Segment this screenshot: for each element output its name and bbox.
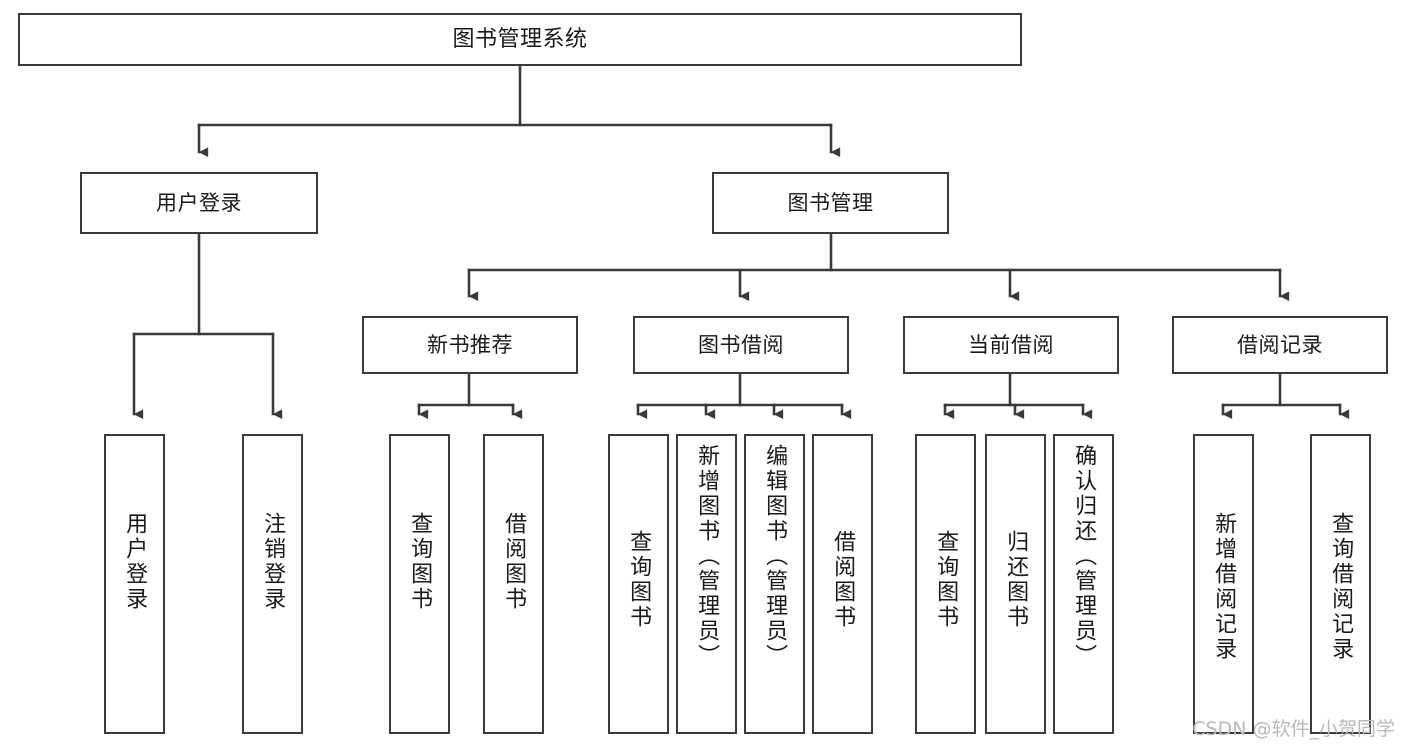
node-root-label: 图书管理系统 xyxy=(452,26,588,52)
node-book-manage-label: 图书管理 xyxy=(787,190,874,215)
node-leaf-return-book-label: 归还图书 xyxy=(1003,530,1029,630)
node-current-borrow[interactable]: 当前借阅 xyxy=(903,316,1119,374)
node-leaf-user-login-label: 用户登录 xyxy=(122,512,148,612)
node-leaf-borrow-book-2-label: 借阅图书 xyxy=(830,530,856,630)
node-leaf-user-login[interactable]: 用户登录 xyxy=(104,434,165,734)
node-book-borrow[interactable]: 图书借阅 xyxy=(633,316,849,374)
node-leaf-query-book-3-label: 查询图书 xyxy=(933,530,959,630)
node-leaf-query-book-2-label: 查询图书 xyxy=(626,530,652,630)
node-borrow-record-label: 借阅记录 xyxy=(1237,332,1323,357)
node-leaf-confirm-return[interactable]: 确认归还（管理员） xyxy=(1053,434,1114,734)
node-leaf-user-logout-label: 注销登录 xyxy=(260,512,286,612)
node-book-borrow-label: 图书借阅 xyxy=(698,332,784,357)
node-leaf-return-book[interactable]: 归还图书 xyxy=(985,434,1046,734)
node-leaf-user-logout[interactable]: 注销登录 xyxy=(242,434,303,734)
node-leaf-query-book-3[interactable]: 查询图书 xyxy=(915,434,976,734)
node-leaf-confirm-return-label: 确认归还（管理员） xyxy=(1071,444,1097,669)
node-leaf-query-book-1-label: 查询图书 xyxy=(407,512,433,612)
node-new-book-recommend-label: 新书推荐 xyxy=(427,332,513,357)
node-leaf-query-book-2[interactable]: 查询图书 xyxy=(608,434,669,734)
node-root[interactable]: 图书管理系统 xyxy=(18,13,1022,66)
node-leaf-add-record[interactable]: 新增借阅记录 xyxy=(1193,434,1254,734)
node-leaf-query-book-1[interactable]: 查询图书 xyxy=(389,434,450,734)
node-new-book-recommend[interactable]: 新书推荐 xyxy=(362,316,578,374)
node-leaf-borrow-book-1[interactable]: 借阅图书 xyxy=(483,434,544,734)
node-leaf-query-record[interactable]: 查询借阅记录 xyxy=(1310,434,1371,734)
node-leaf-borrow-book-2[interactable]: 借阅图书 xyxy=(812,434,873,734)
node-borrow-record[interactable]: 借阅记录 xyxy=(1172,316,1388,374)
node-leaf-edit-book-label: 编辑图书（管理员） xyxy=(762,444,788,669)
node-current-borrow-label: 当前借阅 xyxy=(968,332,1054,357)
node-book-manage[interactable]: 图书管理 xyxy=(712,172,949,234)
node-leaf-edit-book[interactable]: 编辑图书（管理员） xyxy=(744,434,805,734)
node-user-login[interactable]: 用户登录 xyxy=(80,172,318,234)
node-leaf-query-record-label: 查询借阅记录 xyxy=(1328,512,1354,662)
node-leaf-add-book[interactable]: 新增图书（管理员） xyxy=(676,434,737,734)
node-leaf-add-record-label: 新增借阅记录 xyxy=(1211,512,1237,662)
node-leaf-add-book-label: 新增图书（管理员） xyxy=(694,444,720,669)
node-leaf-borrow-book-1-label: 借阅图书 xyxy=(501,512,527,612)
node-user-login-label: 用户登录 xyxy=(156,190,242,215)
